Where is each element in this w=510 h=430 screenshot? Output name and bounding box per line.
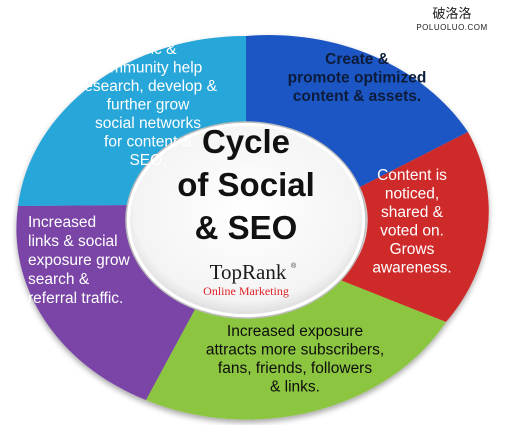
segment-noticed-line: Content is [377,167,447,184]
segment-create [246,35,468,187]
segment-exposure-line: Increased exposure [227,323,363,340]
logo-registered-mark: ® [291,262,297,270]
watermark-title: 破洛洛 [432,6,471,21]
logo-name: TopRank [210,260,287,284]
segment-noticed-line: voted on. [380,223,444,240]
segment-create-line: promote optimized [288,70,427,87]
segment-exposure-line: & links. [270,379,320,396]
segment-traffic-line: social networks [95,115,201,132]
segment-exposure-label: Increased exposure attracts more subscrib… [206,323,384,396]
segment-links-label: Increased links & social exposure grow sear… [28,214,130,307]
segment-links-line: referral traffic. [28,290,123,307]
center-title-line-3: & SEO [195,209,298,246]
segment-noticed-line: shared & [381,204,444,221]
segment-traffic-line: SEO. [129,152,166,169]
segment-noticed-line: awareness. [372,260,451,277]
segment-links-line: exposure grow [28,252,130,269]
segment-noticed-line: noticed, [385,186,439,203]
segment-traffic-line: community help [94,60,203,77]
segment-create-line: Create & [325,51,389,68]
segment-traffic-line: Traffic & [120,41,178,58]
segment-links [16,205,201,400]
logo-tagline: Online Marketing [203,284,289,298]
segment-noticed [340,132,489,322]
segment-traffic [18,35,246,207]
watermark-url: POLUOLUO.COM [416,23,487,32]
segment-links-line: Increased [28,214,96,231]
segment-traffic-line: for content & [104,134,193,151]
center-title-line-1: Cycle [202,123,290,160]
segment-noticed-line: Grows [390,241,435,258]
segment-create-line: content & assets. [293,88,421,105]
segment-noticed-label: Content is noticed,shared & voted on.Grows… [372,167,451,277]
segment-exposure-line: attracts more subscribers, [206,342,384,359]
segment-traffic-line: further grow [107,97,191,114]
segment-exposure-line: fans, friends, followers [218,360,372,377]
segment-traffic-line: research, develop & [79,78,218,95]
center-title-line-2: of Social [177,166,315,203]
segment-links-line: links & social [28,233,118,250]
center-disc [125,121,367,319]
toprank-logo: TopRank ® Online Marketing [203,260,297,298]
segment-links-line: search & [28,271,90,288]
